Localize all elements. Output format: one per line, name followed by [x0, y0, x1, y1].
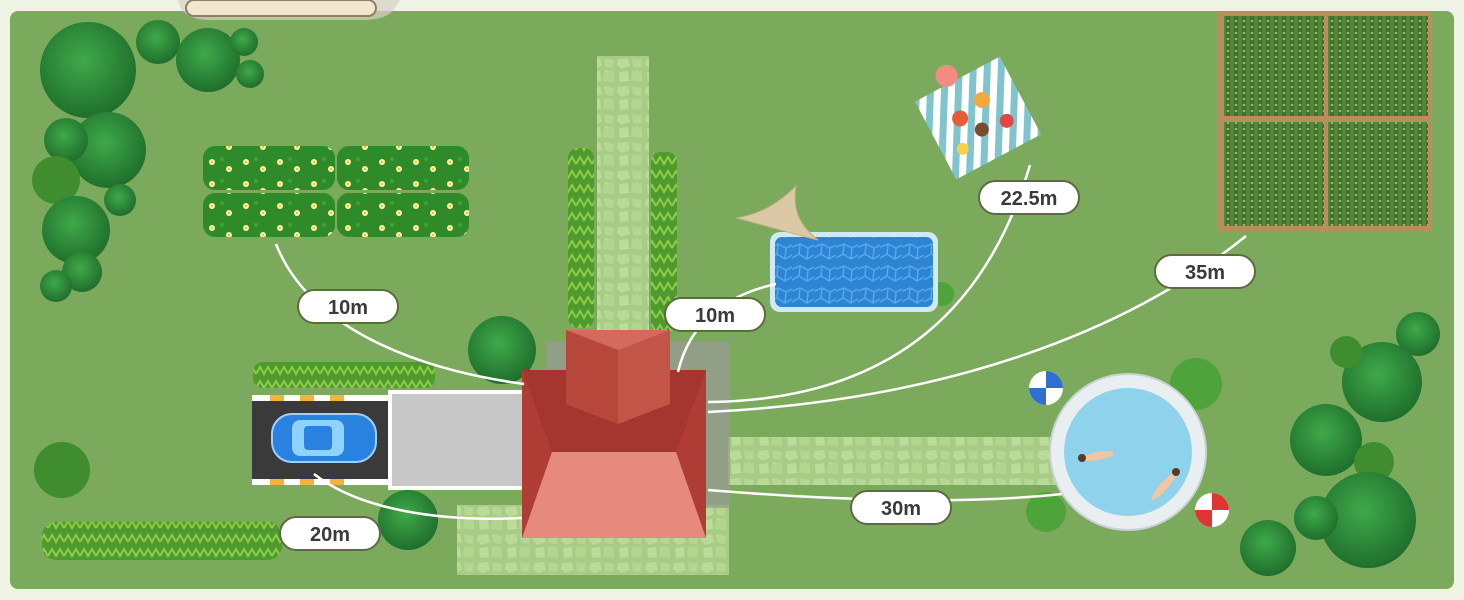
umbrella-red: [1195, 493, 1229, 527]
flower-beds: [203, 146, 469, 237]
distance-text-round-pool: 30m: [881, 498, 921, 520]
car-icon: [271, 413, 377, 463]
distance-label-picnic: 22.5m: [978, 180, 1080, 215]
house: [522, 330, 730, 538]
garage-slab: [388, 390, 526, 490]
stone-path-north: [597, 56, 649, 356]
line-picnic: [707, 164, 1032, 404]
shade-sail: [735, 184, 819, 241]
hedge-driveway: [253, 362, 435, 388]
distance-text-pool: 10m: [695, 305, 735, 327]
hedge-path-right: [651, 152, 677, 332]
distance-text-picnic: 22.5m: [1001, 188, 1058, 210]
distance-label-round-pool: 30m: [850, 490, 952, 525]
trees: [32, 20, 1440, 576]
distance-text-driveway: 20m: [310, 524, 350, 546]
distance-text-vegetable-garden: 35m: [1185, 262, 1225, 284]
distance-label-driveway: 20m: [279, 516, 381, 551]
stone-path-east: [728, 437, 1058, 485]
hedge-path-left: [568, 148, 594, 328]
picnic-blanket: [914, 56, 1042, 180]
umbrella-blue: [1029, 371, 1063, 405]
line-flower-beds: [274, 243, 525, 386]
distance-label-pool: 10m: [664, 297, 766, 332]
rectangular-pool: [770, 232, 938, 312]
vegetable-garden: [1218, 12, 1432, 232]
top-decoration: [80, 0, 400, 20]
distance-label-flower-beds: 10m: [297, 289, 399, 324]
distance-label-vegetable-garden: 35m: [1154, 254, 1256, 289]
round-pool: [1049, 373, 1207, 531]
hedge-bottom: [42, 522, 282, 560]
distance-text-flower-beds: 10m: [328, 297, 368, 319]
line-driveway: [313, 473, 523, 520]
